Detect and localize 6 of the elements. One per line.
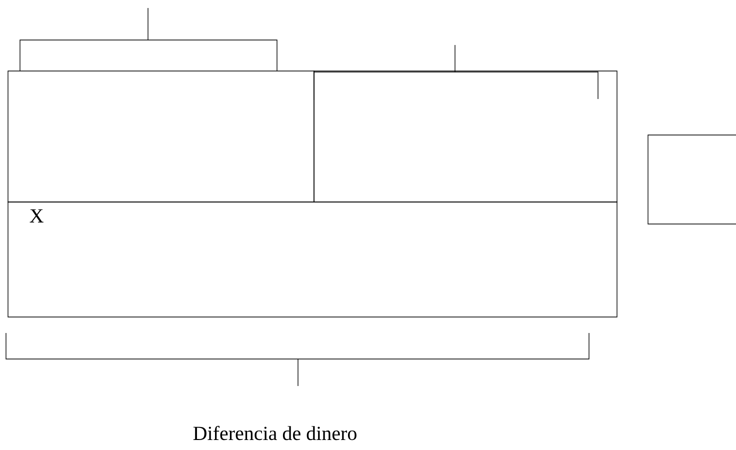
labelled-box [8,202,618,318]
cell-label: X [30,209,44,222]
empty-box [648,134,736,224]
caption: Diferencia de dinero [193,426,356,440]
empty-box [314,70,618,202]
empty-box [8,70,314,202]
